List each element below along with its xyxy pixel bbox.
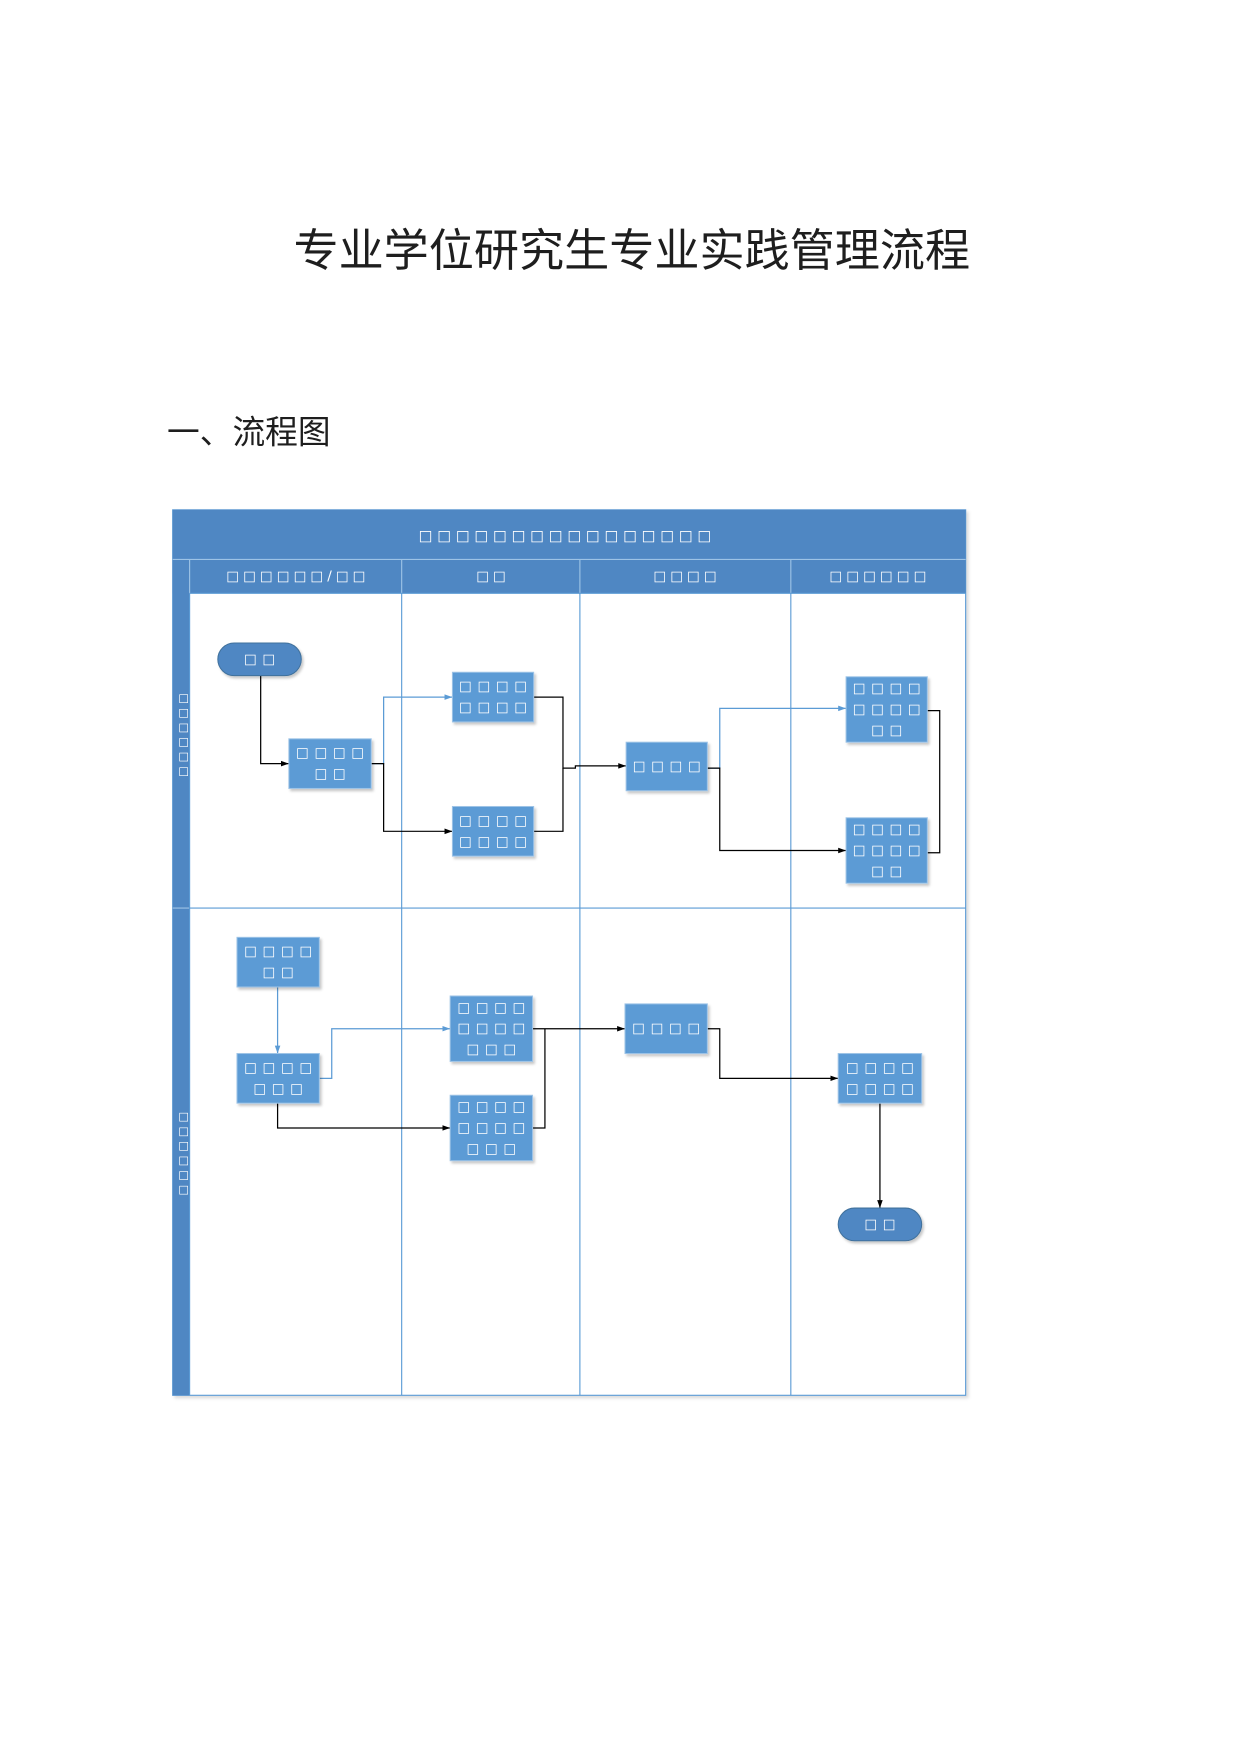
flow-connector-arrow: [276, 1103, 451, 1131]
node-label-line: □□□□: [459, 813, 533, 829]
flow-connector-line: [533, 768, 564, 832]
process-box-shape: [451, 671, 535, 723]
lane-grid: [189, 592, 966, 1396]
node-label-line: □□: [871, 863, 908, 879]
node-label-line: □□□□: [459, 700, 533, 716]
node-label-line: □□□□: [459, 834, 533, 850]
flow-process-box: □□□□ □□□□: [451, 805, 535, 857]
process-box-shape: [288, 738, 372, 789]
node-label: □□□□: [633, 758, 707, 774]
flowchart-title: □□□□□□□□□□□□□□□□: [419, 527, 716, 544]
process-box-shape: [837, 1053, 923, 1104]
terminator-shape: [837, 1207, 923, 1242]
flow-start-terminator: □□: [217, 642, 302, 677]
flow-process-box: □□□□□□□□□□□: [449, 995, 534, 1062]
column-header: □□□□□□/□□: [226, 568, 369, 584]
node-label-line: □□□□: [457, 1021, 531, 1037]
column-header: □□□□□□: [829, 568, 930, 584]
node-label-line: □□□□: [244, 1060, 318, 1076]
node-label-line: □□: [244, 651, 281, 667]
process-box-shape: [845, 676, 928, 743]
process-box-shape: [449, 995, 534, 1062]
node-label: □□□□: [632, 1021, 706, 1037]
node-label-line: □□: [864, 1216, 901, 1232]
node-label-line: □□□□: [457, 1000, 531, 1016]
node-label: □□□□□□□□□□: [853, 681, 927, 739]
flowchart-title-bar: [172, 509, 966, 560]
node-label-line: □□□: [253, 1081, 308, 1097]
lane-label: □□□□□□: [176, 1108, 189, 1196]
node-label-line: □□: [871, 722, 908, 738]
flow-connector-line: [532, 1028, 546, 1129]
node-label-line: □□□□: [853, 701, 927, 717]
node-label-line: □□□□: [633, 758, 707, 774]
node-label: □□: [244, 651, 281, 667]
process-box-shape: [451, 805, 535, 857]
node-label: □□□□□□: [244, 944, 318, 981]
node-label-line: □□: [314, 766, 351, 782]
process-box-shape: [845, 817, 928, 884]
node-label-line: □□□□: [632, 1021, 706, 1037]
node-label-line: □□: [263, 965, 300, 981]
section-heading: 一、流程图: [167, 414, 331, 451]
node-label: □□□□□□: [296, 745, 370, 782]
flow-connector-arrow: [371, 763, 453, 835]
flow-process-box: □□□□□□: [236, 936, 320, 988]
node-label-line: □□□□: [296, 745, 370, 761]
node-label: □□□□ □□□□: [846, 1060, 920, 1097]
node-label-line: □□□□: [846, 1081, 920, 1097]
process-box-shape: [236, 936, 320, 988]
terminator-shape: [217, 642, 302, 677]
flow-connector-arrow: [260, 675, 289, 767]
process-box-shape: [236, 1053, 320, 1104]
node-label-line: □□□□: [853, 822, 927, 838]
process-box-shape: [449, 1094, 534, 1162]
node-label-line: □□□□: [853, 842, 927, 858]
connector-layer: [260, 675, 941, 1209]
node-label-line: □□□□: [457, 1099, 531, 1115]
node-label: □□□□ □□□□: [459, 813, 533, 850]
document-title: 专业学位研究生专业实践管理流程: [293, 226, 970, 276]
column-header: □□: [476, 568, 510, 584]
node-label: □□□□□□□□□□: [853, 822, 927, 880]
swimlane-flowchart: □□□□□□□□□□□□□□□□ □□□□□□/□□ □□ □□□□ □□□□□…: [172, 509, 967, 1396]
node-label-line: □□□: [467, 1042, 522, 1058]
flow-process-box: □□□□ □□□□: [837, 1053, 923, 1104]
flow-process-box: □□□□□□□□□□: [845, 676, 928, 743]
node-label: □□□□ □□□□: [459, 679, 533, 716]
flow-connector-line: [927, 710, 941, 854]
node-label: □□□□□□□: [244, 1060, 318, 1097]
flow-process-box: □□□□: [625, 741, 708, 792]
process-box-shape: [625, 741, 708, 792]
node-label-line: □□□: [467, 1141, 522, 1157]
flow-process-box: □□□□: [624, 1003, 708, 1055]
node-label-line: □□□□: [853, 681, 927, 697]
flow-connector-arrow: [533, 696, 627, 769]
node-label-line: □□□□: [846, 1060, 920, 1076]
node-label: □□: [864, 1216, 901, 1232]
header-dividers: [172, 558, 966, 909]
lane-label-band: [172, 559, 190, 1396]
node-label: □□□□□□□□□□□: [457, 1099, 531, 1157]
process-box-shape: [624, 1003, 708, 1055]
flow-process-box: □□□□ □□□□: [451, 671, 535, 723]
node-label: □□□□□□□□□□□: [457, 1000, 531, 1058]
flow-process-box: □□□□□□□□□□□: [449, 1094, 534, 1162]
lane-label: □□□□□□: [176, 689, 189, 777]
flow-process-box: □□□□□□: [288, 738, 372, 789]
column-header-row: [172, 559, 966, 594]
flow-process-box: □□□□□□□: [236, 1053, 320, 1104]
flow-connector-arrow: [319, 1025, 451, 1079]
node-label-line: □□□□: [244, 944, 318, 960]
flow-connector-arrow: [707, 767, 847, 854]
node-layer: □□□□□□□□□□□□□□□□□□□□□□□□□□□□□□□□□□□□□□□□…: [217, 642, 928, 1242]
node-label-line: □□□□: [457, 1120, 531, 1136]
flow-end-terminator: □□: [837, 1207, 923, 1242]
flow-process-box: □□□□□□□□□□: [845, 817, 928, 884]
node-label-line: □□□□: [459, 679, 533, 695]
flow-connector-arrow: [707, 1028, 839, 1082]
column-header: □□□□: [653, 568, 720, 584]
